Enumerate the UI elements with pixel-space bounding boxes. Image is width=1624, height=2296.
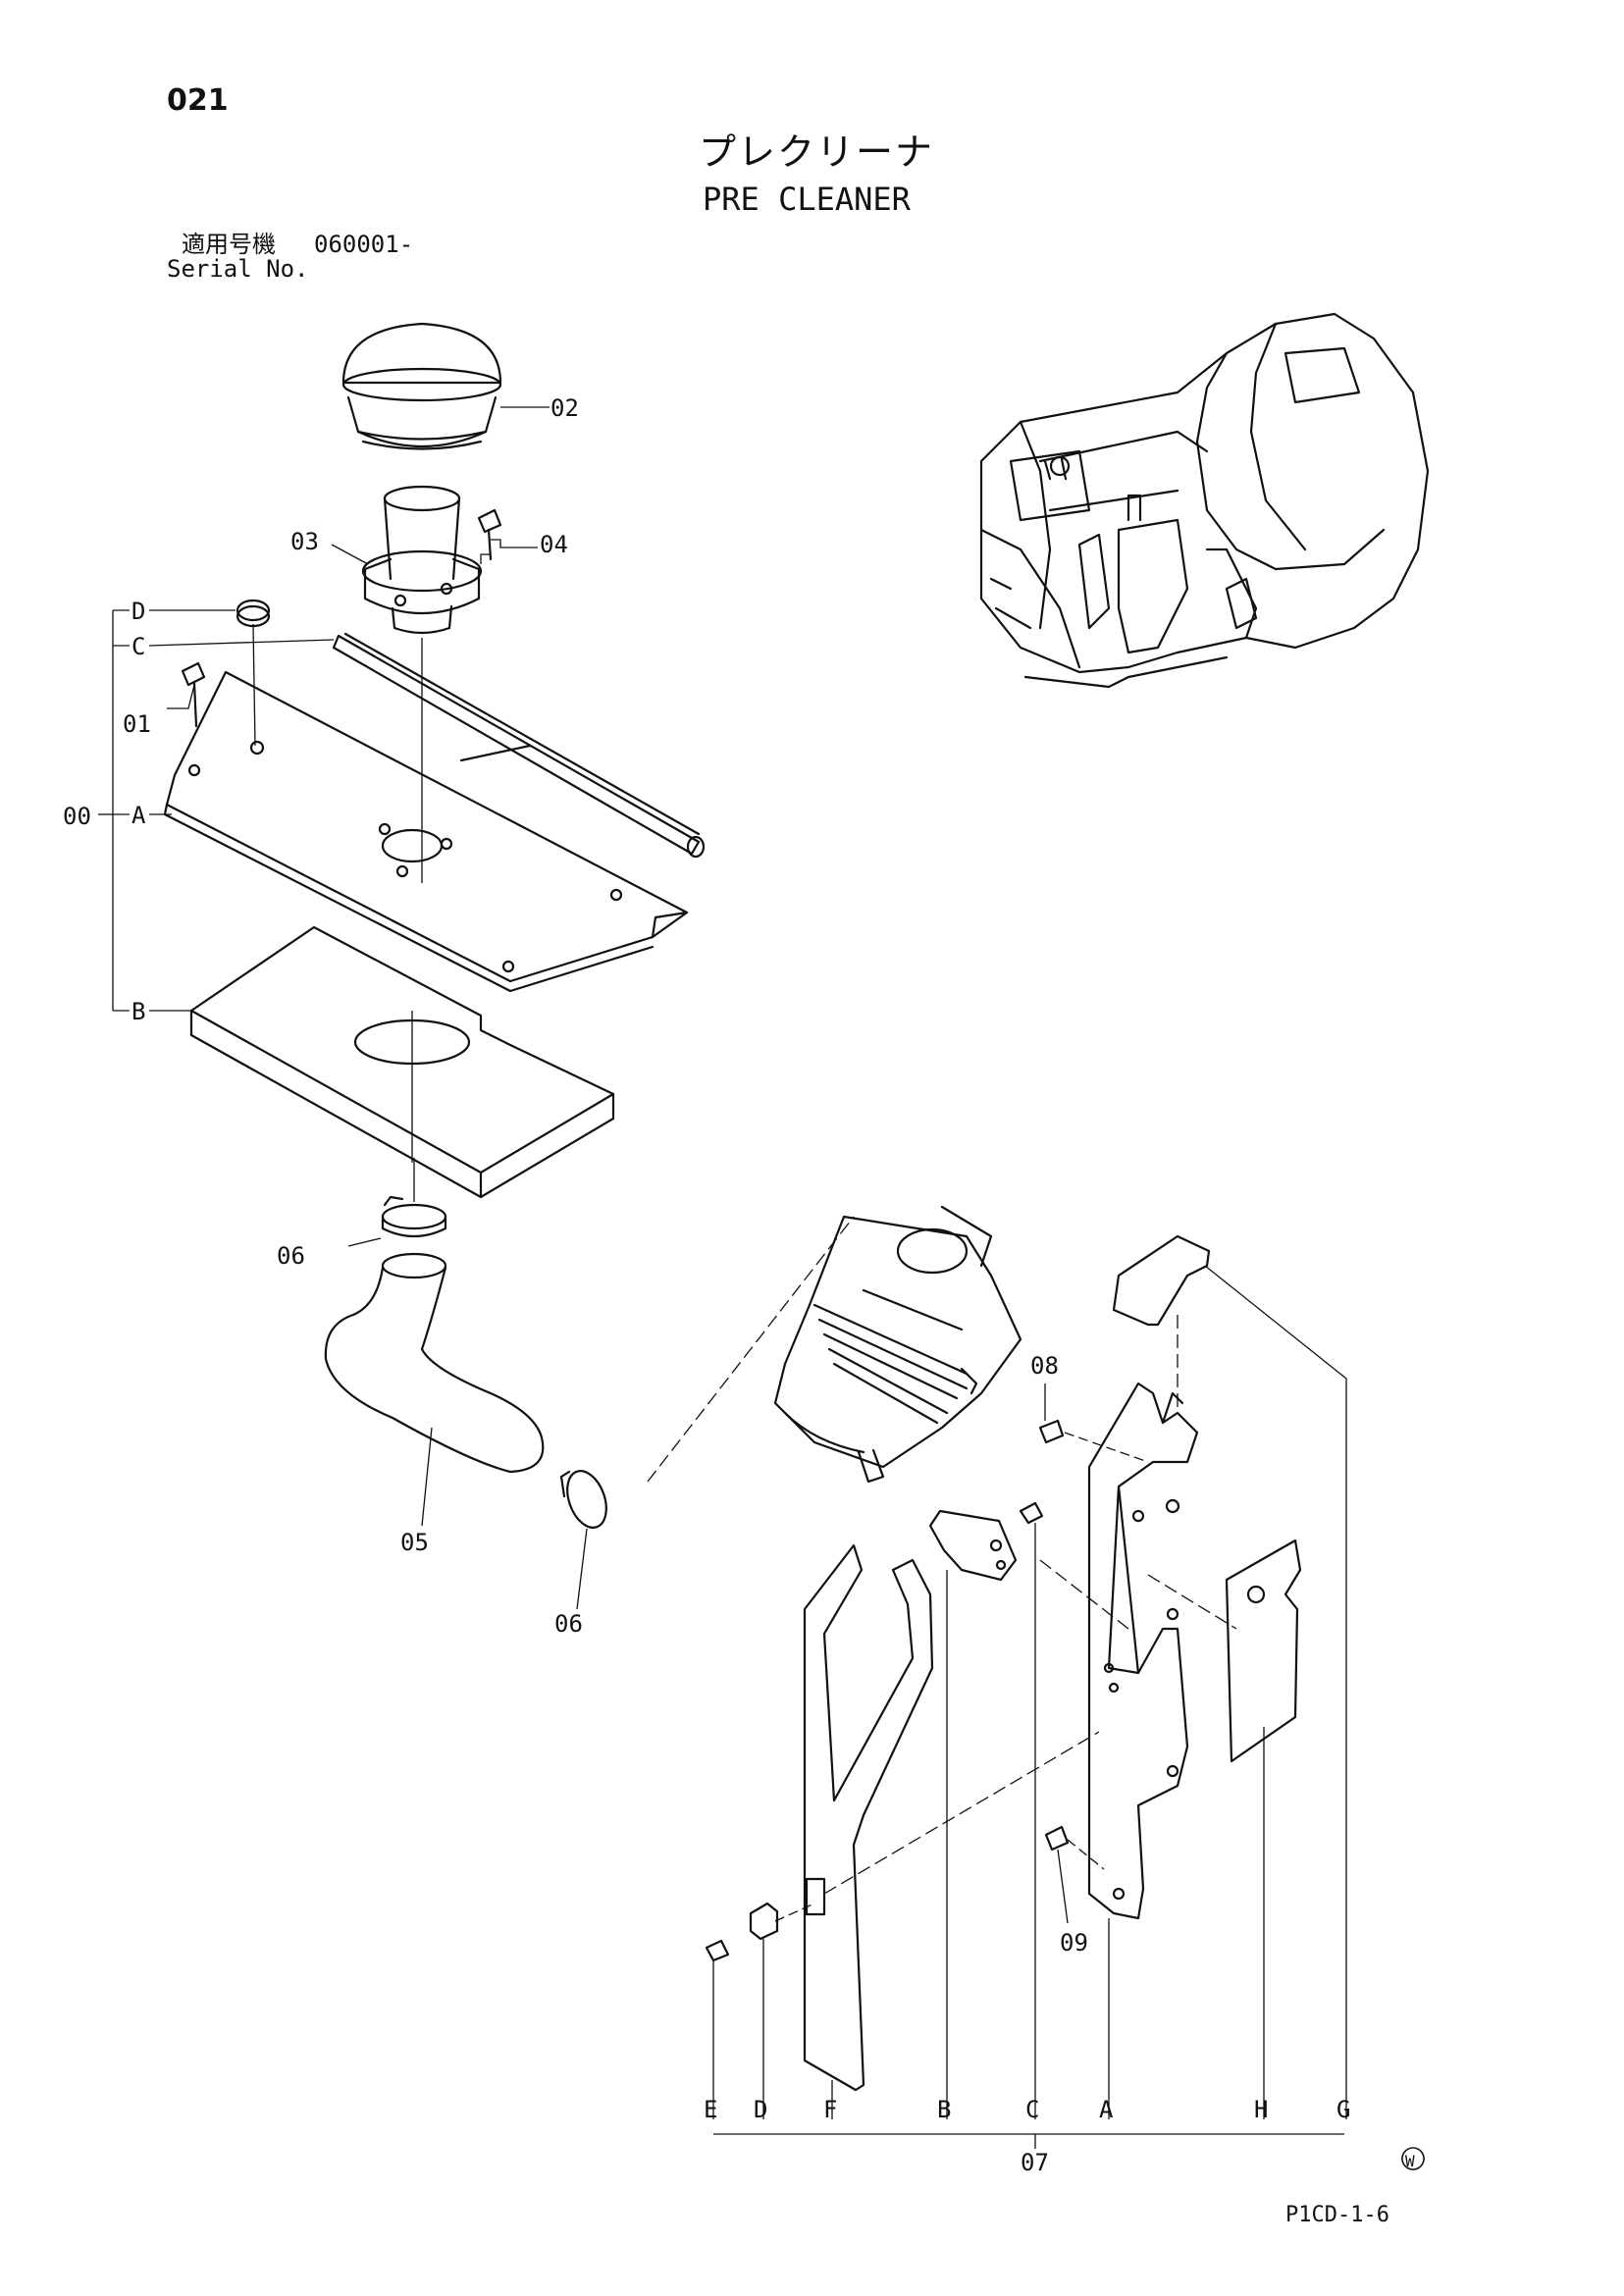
intake-hose xyxy=(324,1252,545,1474)
top-plate-a xyxy=(163,670,689,993)
w-stamp-letter: W xyxy=(1405,2152,1415,2170)
callout-08: 08 xyxy=(1030,1352,1059,1380)
seal-strip-c xyxy=(332,632,706,859)
group00-label-d: D xyxy=(131,598,145,625)
group07-label-d: D xyxy=(754,2096,767,2123)
group07-label-b: B xyxy=(937,2096,951,2123)
bolt-08 xyxy=(1038,1419,1065,1444)
callout-06-upper: 06 xyxy=(277,1242,305,1270)
serial-label-english: Serial No. xyxy=(167,255,309,283)
plate-h xyxy=(1225,1539,1302,1763)
callout-05: 05 xyxy=(400,1529,429,1556)
bolt-04 xyxy=(477,508,502,561)
group07-label-e: E xyxy=(704,2096,717,2123)
group07-label-h: H xyxy=(1254,2096,1268,2123)
hose-clamp-lower xyxy=(559,1470,607,1529)
machine-overview-drawing xyxy=(979,312,1430,689)
title-english: PRE CLEANER xyxy=(703,181,911,218)
group07-label-a: A xyxy=(1099,2096,1114,2123)
group07-label-f: F xyxy=(823,2096,837,2123)
callout-01: 01 xyxy=(123,710,151,738)
callout-00: 00 xyxy=(63,803,91,830)
bolt-01 xyxy=(181,661,206,728)
page-code: P1CD-1-6 xyxy=(1285,2203,1389,2227)
inlet-tube xyxy=(361,485,483,635)
air-cleaner-body xyxy=(773,1205,1022,1484)
group00-label-c: C xyxy=(131,633,145,660)
callout-02: 02 xyxy=(550,394,579,422)
group00-label-b: B xyxy=(131,998,145,1025)
serial-value: 060001- xyxy=(314,231,414,258)
callout-07: 07 xyxy=(1021,2149,1049,2176)
foam-pad-b xyxy=(189,925,615,1199)
callout-06-lower: 06 xyxy=(554,1610,583,1638)
group07-label-g: G xyxy=(1336,2096,1350,2123)
bolt-e xyxy=(705,1939,730,1962)
callout-04: 04 xyxy=(540,531,568,558)
bracket-f xyxy=(803,1543,934,2092)
clip-d xyxy=(749,1902,779,1941)
serial-label-japanese: 適用号機 xyxy=(182,231,276,258)
page-number: 021 xyxy=(167,83,229,118)
cover-g xyxy=(1112,1234,1211,1327)
group00-label-a: A xyxy=(131,802,146,829)
hose-clamp-upper xyxy=(381,1195,447,1238)
pre-cleaner-cap xyxy=(341,322,502,450)
title-japanese: プレクリーナ xyxy=(699,130,935,174)
w-stamp-circle xyxy=(1401,2147,1425,2170)
group07-label-c: C xyxy=(1025,2096,1039,2123)
bolt-09 xyxy=(1044,1825,1070,1852)
grommet-d xyxy=(236,599,271,628)
callout-03: 03 xyxy=(290,528,319,555)
bolt-c xyxy=(1019,1501,1044,1525)
callout-09: 09 xyxy=(1060,1929,1088,1957)
bracket-b xyxy=(928,1509,1018,1582)
main-bracket-a xyxy=(1087,1382,1199,1920)
